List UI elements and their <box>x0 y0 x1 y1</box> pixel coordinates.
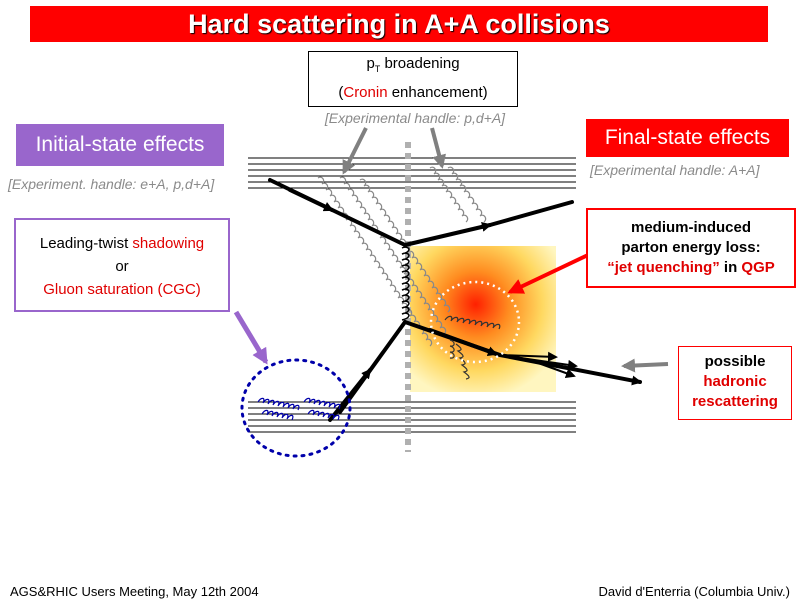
fragment-tracks <box>499 351 578 378</box>
shadowing-box: Leading-twist shadowing or Gluon saturat… <box>14 218 230 312</box>
qgp-medium <box>410 246 556 392</box>
cronin-rest: enhancement) <box>387 84 488 101</box>
shadowing-word: shadowing <box>132 235 205 252</box>
parton-trajectories <box>268 178 642 422</box>
eloss-in: in <box>719 259 742 276</box>
saturated-gluons <box>257 397 341 421</box>
radiated-gluon <box>444 315 501 330</box>
rescatter-line3: rescattering <box>692 393 778 410</box>
jet-quenching-label: “jet quenching” <box>607 259 720 276</box>
qgp-label: QGP <box>741 259 775 276</box>
eloss-line2: parton energy loss: <box>621 239 761 256</box>
rescattering-box: possible hadronic rescattering <box>678 346 792 420</box>
quenching-region <box>429 280 521 364</box>
nucleon-circle <box>240 358 352 458</box>
eloss-line1: medium-induced <box>630 219 751 236</box>
upper-nucleus-lines <box>248 157 576 189</box>
footer-author: David d'Enterria (Columbia Univ.) <box>598 584 790 599</box>
page-title: Hard scattering in A+A collisions <box>30 6 768 42</box>
shadowing-prefix: Leading-twist <box>39 235 133 252</box>
shadowing-or: or <box>115 258 129 275</box>
pt-broadening-box: pT broadening (Cronin enhancement) <box>308 51 518 107</box>
final-state-label: Final-state effects <box>586 119 789 157</box>
energy-loss-box: medium-induced parton energy loss: “jet … <box>586 208 796 288</box>
handle-pda-label: [Experimental handle: p,d+A] <box>324 110 506 126</box>
radiated-gluon-2 <box>449 339 470 380</box>
hard-gluon <box>401 246 410 321</box>
rescatter-arrow <box>621 358 669 373</box>
pt-p: p <box>366 55 375 72</box>
eloss-arrow <box>507 253 589 294</box>
cronin-arrow-left <box>342 127 368 175</box>
shadowing-arrow <box>233 310 269 365</box>
cronin-label: Cronin <box>343 84 388 101</box>
pt-broadening-label: broadening <box>380 55 460 72</box>
rescatter-line2: hadronic <box>703 373 767 390</box>
pt-subscript: T <box>374 64 381 74</box>
cronin-arrow-right <box>430 127 446 169</box>
handle-initial-label: [Experiment. handle: e+A, p,d+A] <box>8 176 215 192</box>
footer-meeting: AGS&RHIC Users Meeting, May 12th 2004 <box>10 584 259 599</box>
initial-state-label: Initial-state effects <box>16 124 224 166</box>
handle-final-label: [Experimental handle: A+A] <box>590 162 760 178</box>
cronin-open: ( <box>338 84 344 101</box>
rescatter-line1: possible <box>704 353 766 370</box>
gluon-saturation-label: Gluon saturation (CGC) <box>43 281 201 298</box>
lower-nucleus-lines <box>248 401 576 433</box>
